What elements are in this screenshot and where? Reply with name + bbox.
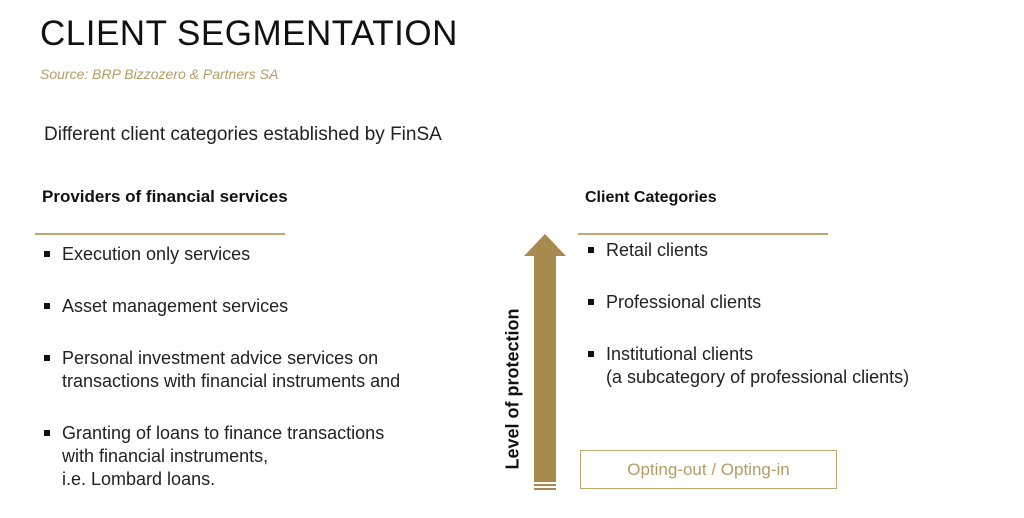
list-item: Professional clients: [588, 291, 762, 314]
item-line: Professional clients: [606, 292, 762, 312]
item-line: Granting of loans to finance transaction…: [62, 423, 385, 443]
item-line: Execution only services: [62, 244, 251, 264]
opting-box: Opting-out / Opting-in: [580, 450, 837, 489]
list-item: Personal investment advice services on tr…: [44, 347, 401, 393]
subtitle: Different client categories established …: [44, 124, 442, 145]
arrow-up-icon: [524, 234, 566, 490]
list-item: Execution only services: [44, 243, 251, 266]
bullet-icon: [588, 247, 594, 253]
item-line: with financial instruments,: [62, 446, 269, 466]
list-item: Asset management services: [44, 295, 289, 318]
bullet-icon: [588, 299, 594, 305]
page-title: CLIENT SEGMENTATION: [40, 14, 458, 53]
providers-divider: [35, 233, 285, 235]
item-line: transactions with financial instruments …: [62, 371, 401, 391]
list-item: Granting of loans to finance transaction…: [44, 422, 385, 491]
item-line: Institutional clients: [606, 344, 754, 364]
bullet-icon: [44, 355, 50, 361]
list-item: Institutional clients (a subcategory of p…: [588, 343, 910, 389]
client-categories-heading: Client Categories: [585, 189, 717, 206]
providers-heading: Providers of financial services: [42, 187, 288, 206]
item-line: Asset management services: [62, 296, 289, 316]
bullet-icon: [588, 351, 594, 357]
source-note: Source: BRP Bizzozero & Partners SA: [40, 66, 279, 82]
item-line: Retail clients: [606, 240, 709, 260]
list-item: Retail clients: [588, 239, 709, 262]
item-line: i.e. Lombard loans.: [62, 469, 216, 489]
level-of-protection-label: Level of protection: [502, 308, 523, 470]
opting-label: Opting-out / Opting-in: [627, 459, 790, 479]
item-line: (a subcategory of professional clients): [606, 367, 910, 387]
categories-divider: [578, 233, 828, 235]
item-line: Personal investment advice services on: [62, 348, 379, 368]
bullet-icon: [44, 251, 50, 257]
bullet-icon: [44, 303, 50, 309]
bullet-icon: [44, 430, 50, 436]
